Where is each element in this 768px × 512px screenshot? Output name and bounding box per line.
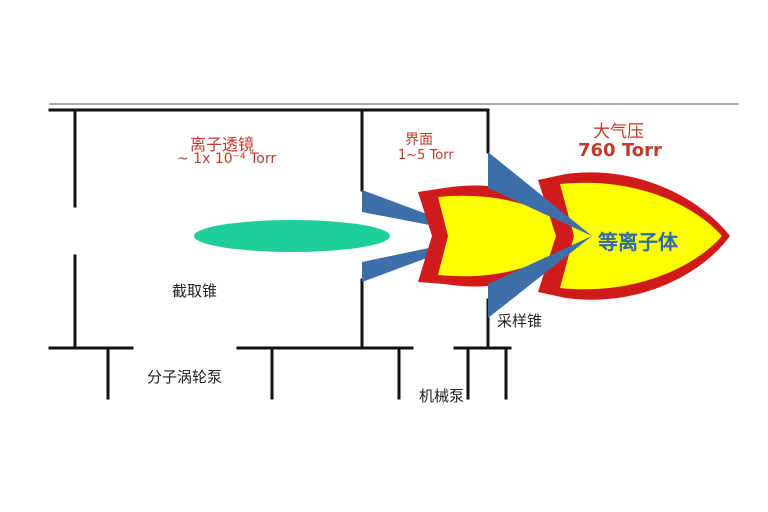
- interface-title: 界面: [405, 132, 433, 148]
- plasma-rear-fill: [438, 195, 576, 277]
- atmosphere-pressure: 760 Torr: [578, 140, 662, 161]
- ion-lens-title: 离子透镜: [190, 135, 255, 154]
- ion-beam: [194, 220, 390, 252]
- skimmer-cone-label: 截取锥: [172, 282, 218, 300]
- interface-pressure: 1~5 Torr: [398, 148, 454, 163]
- plasma-label: 等离子体: [598, 230, 678, 254]
- turbo-pump-label: 分子涡轮泵: [147, 368, 223, 386]
- atmosphere-title: 大气压: [593, 122, 644, 142]
- plasma-front-fill: [560, 182, 722, 290]
- ion-lens-pressure: ~ 1x 10⁻⁴ Torr: [177, 151, 277, 167]
- sampler-cone-upper: [488, 152, 592, 236]
- sampler-cone-label: 采样锥: [497, 312, 543, 330]
- mechanical-pump-label: 机械泵: [419, 387, 465, 405]
- sampler-cone-lower: [488, 236, 592, 318]
